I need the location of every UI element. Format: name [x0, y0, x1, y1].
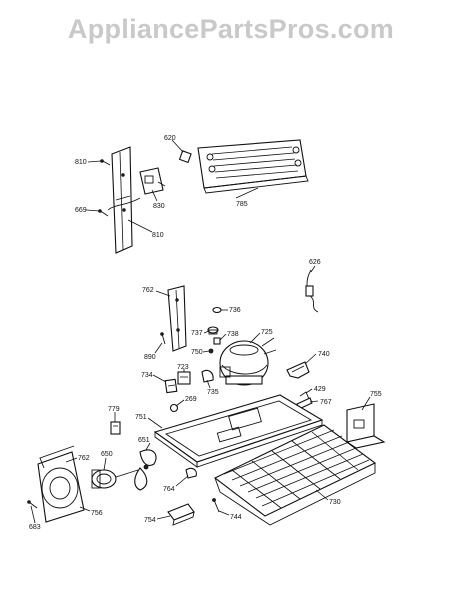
part-754-bracket[interactable]	[167, 503, 195, 526]
part-429-clip[interactable]	[299, 391, 310, 400]
part-screw-669[interactable]	[98, 209, 109, 217]
part-269-grommet[interactable]	[169, 403, 179, 413]
part-740-clip[interactable]	[286, 361, 310, 379]
callout-738: 738	[227, 331, 239, 338]
callout-830: 830	[153, 203, 165, 210]
callout-737: 737	[191, 330, 203, 337]
callout-744: 744	[230, 514, 242, 521]
callout-736: 736	[229, 307, 241, 314]
part-744-screw[interactable]	[212, 498, 220, 513]
callout-750: 750	[191, 349, 203, 356]
part-735-cover[interactable]	[201, 369, 214, 383]
callout-740: 740	[318, 351, 330, 358]
part-779-capacitor[interactable]	[110, 421, 121, 435]
callout-735: 735	[207, 389, 219, 396]
callout-683: 683	[29, 524, 41, 531]
callout-725: 725	[261, 329, 273, 336]
part-762-fan-shroud[interactable]	[37, 445, 85, 523]
callout-762: 762	[78, 455, 90, 462]
part-737-grommet[interactable]	[207, 326, 219, 335]
part-750-clip[interactable]	[208, 348, 214, 354]
callout-626: 626	[309, 259, 321, 266]
part-620-clip[interactable]	[178, 150, 192, 164]
callout-651: 651	[138, 437, 150, 444]
part-755-bracket[interactable]	[345, 403, 386, 449]
callout-734: 734	[141, 372, 153, 379]
part-651-fan-blade[interactable]	[134, 449, 157, 491]
part-762-bracket[interactable]	[167, 285, 187, 352]
part-725-compressor[interactable]	[219, 337, 277, 386]
part-626-harness[interactable]	[305, 269, 319, 313]
part-683-screw[interactable]	[27, 500, 38, 509]
callout-labels: 620 810 785 830 669 810 626 762 736 737 …	[29, 135, 382, 531]
watermark-text: AppliancePartsPros.com	[67, 14, 395, 44]
callout-810: 810	[75, 159, 87, 166]
leader-lines	[30, 139, 371, 524]
part-650-fan-motor[interactable]	[91, 469, 139, 489]
part-730-condenser-grille[interactable]	[213, 424, 377, 526]
callout-890: 890	[144, 354, 156, 361]
callout-779: 779	[108, 406, 120, 413]
part-785-condenser[interactable]	[197, 139, 309, 194]
part-screw-810[interactable]	[100, 159, 111, 166]
callout-730: 730	[329, 499, 341, 506]
callout-429: 429	[314, 386, 326, 393]
callout-767: 767	[320, 399, 332, 406]
part-751-base-pan[interactable]	[153, 394, 324, 468]
part-723-overload[interactable]	[177, 371, 191, 385]
callout-669: 669	[75, 207, 87, 214]
callout-756: 756	[91, 510, 103, 517]
callout-764: 764	[163, 486, 175, 493]
callout-785: 785	[236, 201, 248, 208]
callout-650: 650	[101, 451, 113, 458]
part-764-clip[interactable]	[185, 467, 197, 479]
part-736-grommet[interactable]	[212, 306, 222, 314]
part-810-bracket[interactable]	[107, 146, 141, 254]
callout-762: 762	[142, 287, 154, 294]
callout-810: 810	[152, 232, 164, 239]
callout-755: 755	[370, 391, 382, 398]
callout-754: 754	[144, 517, 156, 524]
callout-269: 269	[185, 396, 197, 403]
part-830-relay[interactable]	[139, 167, 166, 195]
callout-723: 723	[177, 364, 189, 371]
callout-751: 751	[135, 414, 147, 421]
part-734-relay[interactable]	[164, 378, 178, 394]
part-890-screw[interactable]	[160, 332, 166, 345]
part-738-sleeve[interactable]	[213, 337, 221, 345]
callout-620: 620	[164, 135, 176, 142]
